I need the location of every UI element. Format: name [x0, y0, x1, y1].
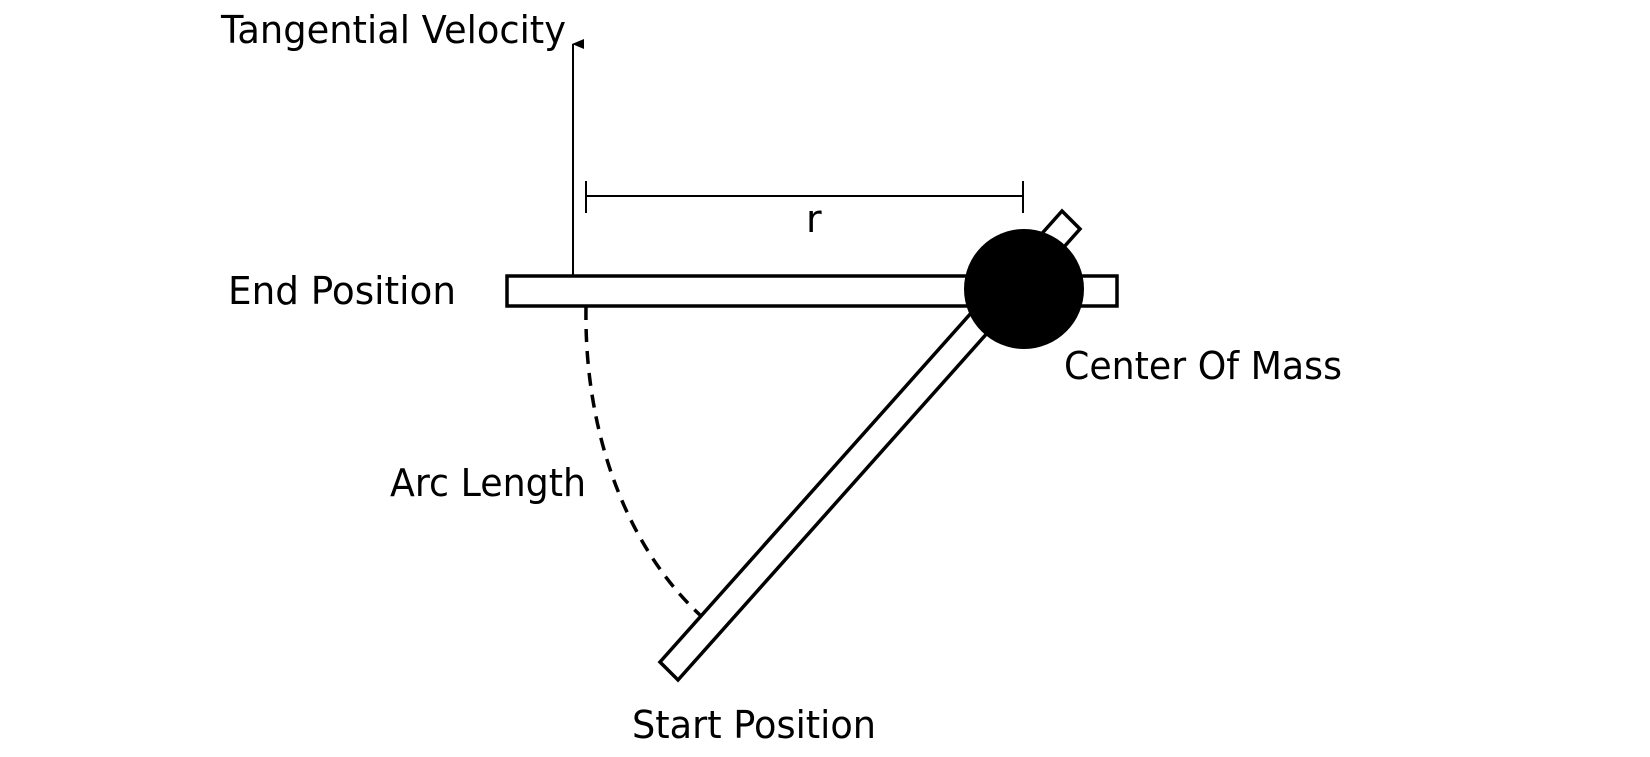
arc-length-curve — [584, 306, 702, 617]
radius-label: r — [806, 197, 822, 241]
arc-length-label: Arc Length — [390, 461, 586, 505]
center-of-mass-dot — [964, 229, 1084, 349]
center-of-mass-label: Center Of Mass — [1064, 344, 1342, 388]
end-position-label: End Position — [228, 269, 456, 313]
radius-dimension — [585, 181, 1024, 213]
start-position-bar — [657, 208, 1083, 683]
tangential-velocity-label: Tangential Velocity — [220, 8, 566, 52]
start-position-label: Start Position — [632, 703, 876, 747]
